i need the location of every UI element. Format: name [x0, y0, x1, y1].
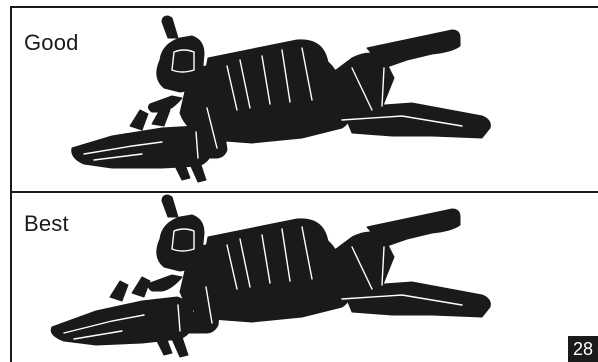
diver-scooter-illustration-good: [12, 8, 598, 191]
figure-frame: Good: [10, 6, 598, 362]
panel-good: Good: [12, 8, 598, 191]
panel-best: Best: [12, 193, 598, 362]
page-number: 28: [568, 336, 598, 362]
diver-scooter-illustration-best: [12, 193, 598, 362]
